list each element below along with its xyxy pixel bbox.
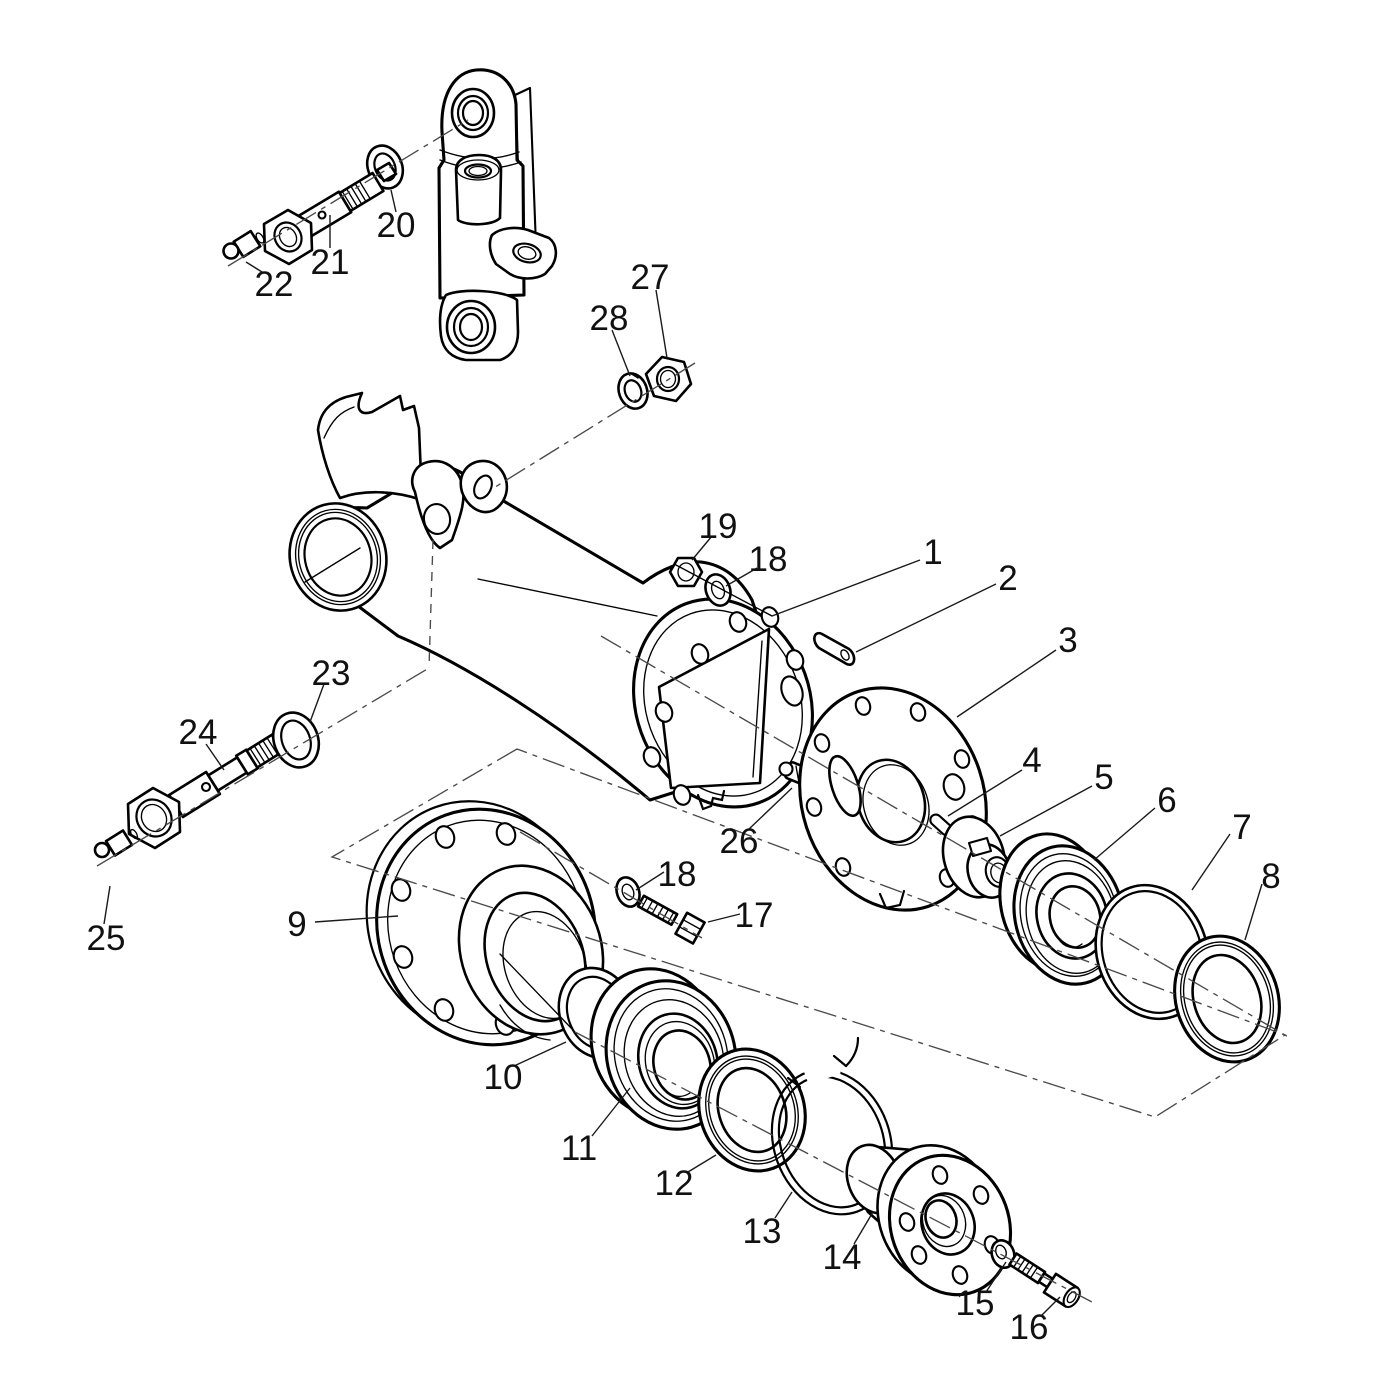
callout-label-5: 5 [1094,758,1113,797]
seal-ring-8 [1173,934,1281,1064]
callout-label-18a: 18 [749,540,788,579]
callout-label-13: 13 [743,1212,782,1251]
callout-label-19: 19 [699,507,738,546]
callout-label-11: 11 [561,1129,597,1168]
hydraulic-cylinder [437,68,558,362]
callout-label-3: 3 [1058,621,1077,660]
callout-label-28: 28 [590,299,629,338]
callout-label-24: 24 [179,713,218,752]
callout-label-15: 15 [956,1284,995,1323]
cylinder-port-boss-top [454,153,503,226]
callout-label-7: 7 [1232,808,1251,847]
callout-label-1: 1 [923,533,942,572]
housing-flange [632,597,814,811]
callout-label-18b: 18 [658,855,697,894]
bearing-housing-9 [365,800,605,1047]
callout-label-21: 21 [311,243,350,282]
leader-lines [103,189,1263,1316]
roll-pin-2 [813,631,856,666]
mounting-boss [459,459,509,514]
cylinder-bottom-eye [438,289,520,362]
callout-label-10: 10 [484,1058,523,1097]
cover-plate-3 [798,686,988,912]
sealing-ring-23 [271,711,321,769]
callout-label-20: 20 [377,206,416,245]
wheel-hub-14 [845,1143,1013,1297]
washer-15 [990,1239,1016,1269]
callout-label-25: 25 [87,919,126,958]
callout-label-8: 8 [1261,857,1280,896]
socket-head-bolt-16 [1008,1252,1081,1309]
banjo-pin-21 [262,161,398,266]
stone-guard-plate [316,391,424,502]
axle-arm-housing [288,391,814,811]
callout-label-26: 26 [720,822,759,861]
cylinder-port-boss-side [488,226,558,280]
callout-label-16: 16 [1010,1308,1049,1347]
section-boundary [330,748,1287,1118]
hex-nut-19 [668,556,704,588]
callout-labels: 1 2 3 4 5 6 7 8 9 10 11 12 13 14 15 16 1… [87,206,1281,1347]
centerlines [96,119,1291,1303]
pivot-pin-24 [126,729,291,850]
callout-label-9: 9 [287,905,306,944]
grease-nipple-22 [222,229,265,260]
callout-label-27: 27 [631,258,670,297]
callout-label-22: 22 [255,265,294,304]
callout-label-12: 12 [655,1164,694,1203]
callout-label-4: 4 [1022,741,1041,780]
callout-label-14: 14 [823,1238,862,1277]
callout-label-23: 23 [312,654,351,693]
callout-label-6: 6 [1157,781,1176,820]
arm-pivot-bore [288,502,388,612]
cylinder-top-eye [450,87,496,139]
callout-label-17: 17 [735,896,774,935]
spring-washer-18a [704,573,732,607]
spring-washer-28 [617,372,649,410]
callout-label-2: 2 [998,559,1017,598]
snap-ring-13 [770,1036,894,1216]
